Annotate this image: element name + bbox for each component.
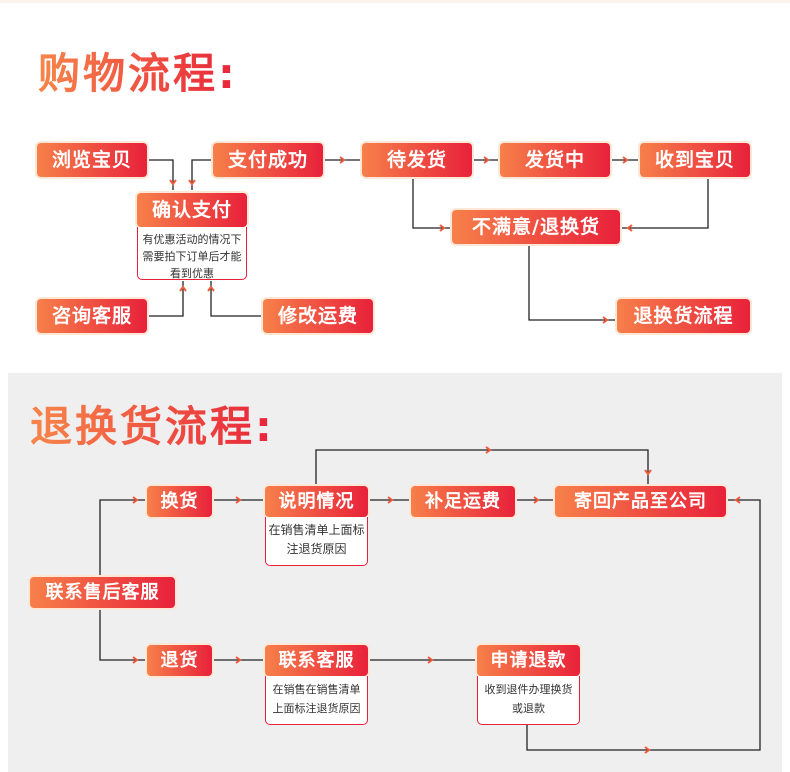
chevron-icon — [644, 746, 651, 754]
chevron-icon — [734, 496, 741, 504]
chevron-icon — [602, 316, 609, 324]
step-confirm: 确认支付 — [137, 193, 247, 227]
chevron-icon — [188, 179, 196, 186]
top-strip — [0, 0, 790, 3]
chevron-icon — [626, 224, 633, 232]
step-return-flow: 退换货流程 — [617, 299, 750, 333]
step-to-ship: 待发货 — [362, 143, 472, 177]
step-received: 收到宝贝 — [640, 143, 750, 177]
line-toship-unsatisfied — [412, 177, 452, 229]
step-unsatisfied: 不满意/退换货 — [452, 210, 620, 244]
returns-title: 退换货流程: — [30, 393, 275, 454]
step-modify-fee: 修改运费 — [263, 299, 373, 333]
chevron-icon — [427, 656, 434, 664]
arrow-chevrons — [132, 156, 741, 754]
step-send-back: 寄回产品至公司 — [555, 486, 726, 517]
chevron-icon — [132, 496, 139, 504]
chevron-icon — [387, 496, 394, 504]
line-unsatisfied-returnflow — [528, 244, 617, 321]
step-contact-after-sales: 联系售后客服 — [30, 577, 175, 608]
line-received-unsatisfied — [620, 177, 709, 229]
step-return-goods: 退货 — [147, 645, 212, 676]
returns-section-bg — [8, 373, 782, 772]
explain-note: 在销售清单上面标注退货原因 — [265, 517, 368, 566]
step-apply-refund: 申请退款 — [477, 645, 580, 676]
step-shipping: 发货中 — [500, 143, 610, 177]
step-consult: 咨询客服 — [37, 299, 147, 333]
confirm-note: 有优惠活动的情况下需要拍下订单后才能看到优惠 — [137, 227, 247, 280]
step-explain: 说明情况 — [265, 486, 368, 517]
step-pay-shipping: 补足运费 — [411, 486, 515, 517]
line-explain-sendback — [315, 449, 649, 485]
chevron-icon — [485, 446, 492, 454]
line-paid-confirm — [191, 159, 213, 190]
chevron-icon — [622, 156, 629, 164]
chevron-icon — [644, 469, 652, 476]
shopping-title: 购物流程: — [38, 40, 238, 101]
step-exchange: 换货 — [147, 486, 212, 517]
line-modify-confirm — [210, 281, 263, 317]
refund-note: 收到退件办理换货或退款 — [477, 676, 580, 725]
chevron-icon — [169, 179, 177, 186]
step-browse: 浏览宝贝 — [37, 143, 147, 177]
chevron-icon — [207, 285, 215, 292]
step-paid: 支付成功 — [213, 143, 323, 177]
chevron-icon — [235, 656, 242, 664]
chevron-icon — [533, 496, 540, 504]
chevron-icon — [439, 224, 446, 232]
chevron-icon — [483, 156, 490, 164]
chevron-icon — [339, 156, 346, 164]
line-browse-confirm — [147, 159, 174, 190]
line-refund-sendback — [526, 499, 761, 751]
chevron-icon — [132, 656, 139, 664]
line-consult-confirm — [147, 281, 184, 317]
chevron-icon — [235, 496, 242, 504]
contact-note: 在销售在销售清单上面标注退货原因 — [265, 676, 368, 725]
chevron-icon — [179, 285, 187, 292]
step-contact-service: 联系客服 — [265, 645, 368, 676]
